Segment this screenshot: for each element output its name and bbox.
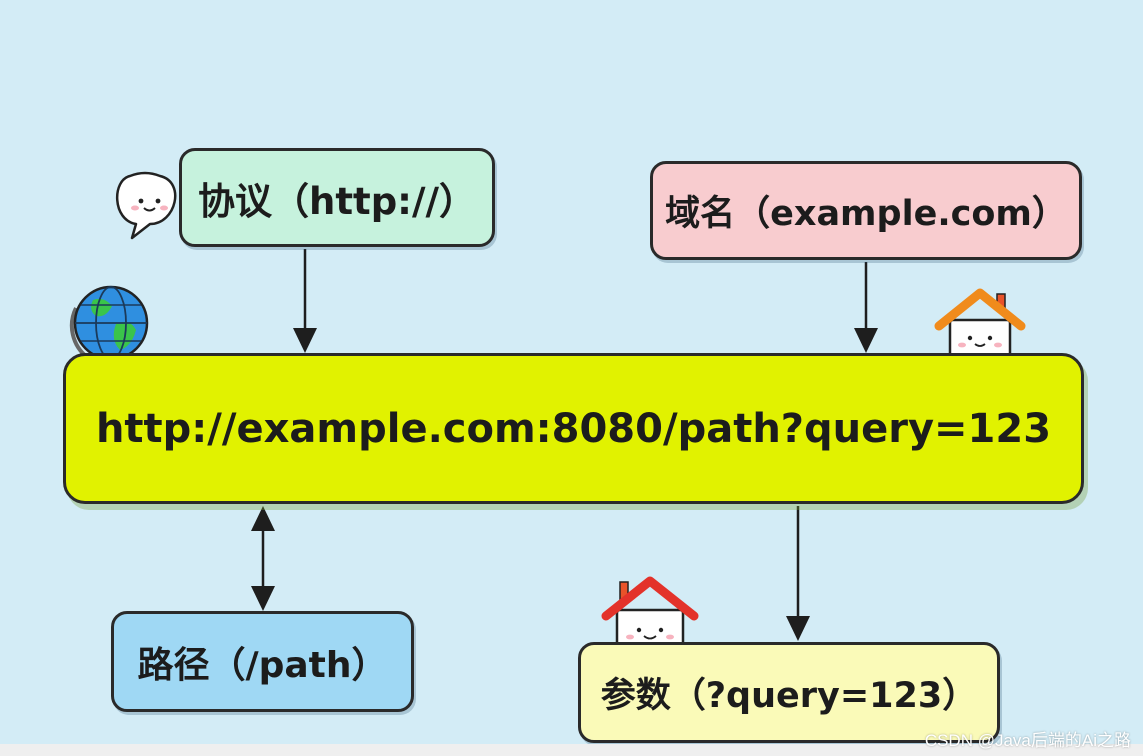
url-label: http://example.com:8080/path?query=123 xyxy=(95,405,1052,452)
protocol-label: 协议（http://） xyxy=(197,179,477,223)
arrow-domain-to-url xyxy=(854,262,878,353)
house-icon xyxy=(934,288,1026,362)
protocol-box: 协议（http://） xyxy=(179,148,495,247)
path-box: 路径（/path） xyxy=(111,611,414,712)
params-label: 参数（?query=123） xyxy=(600,676,978,716)
speech-bubble-icon xyxy=(116,171,177,240)
domain-label: 域名（example.com） xyxy=(665,194,1067,234)
url-box: http://example.com:8080/path?query=123 xyxy=(63,353,1084,504)
domain-box: 域名（example.com） xyxy=(650,161,1082,260)
path-label: 路径（/path） xyxy=(137,644,388,686)
params-box: 参数（?query=123） xyxy=(578,642,1000,743)
bottom-strip xyxy=(0,744,1143,756)
arrow-url-to-params xyxy=(786,506,810,641)
arrow-url-path-double xyxy=(251,506,275,611)
arrow-protocol-to-url xyxy=(293,249,317,353)
watermark: CSDN @Java后端的Ai之路 xyxy=(924,731,1131,750)
